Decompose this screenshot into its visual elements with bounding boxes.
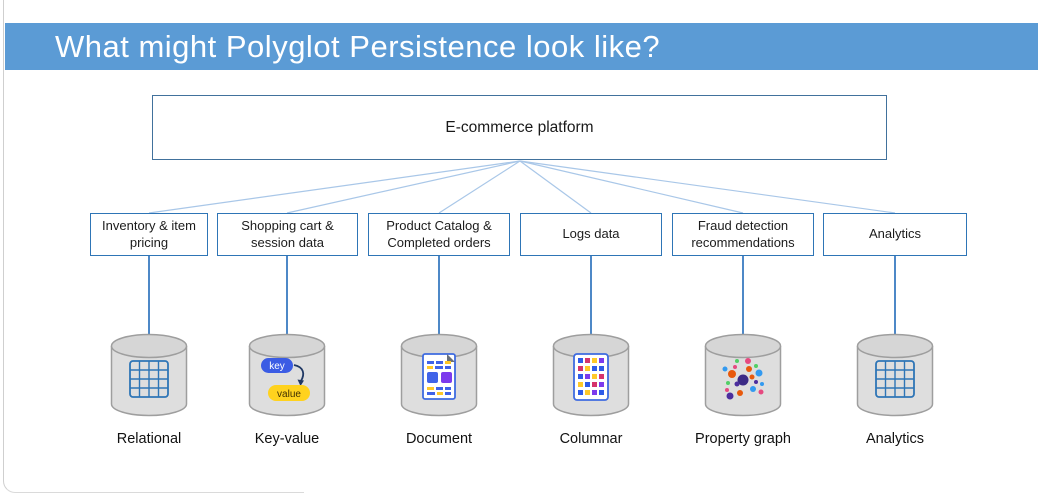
- branch-box-product-catalog: Product Catalog & Completed orders: [368, 213, 510, 256]
- scatter-dots-icon: [722, 358, 764, 400]
- title-banner: What might Polyglot Persistence look lik…: [5, 23, 1038, 70]
- branch-box-label: Product Catalog & Completed orders: [386, 217, 492, 250]
- slide-title: What might Polyglot Persistence look lik…: [55, 28, 661, 64]
- document-icon: [422, 353, 456, 400]
- db-type-label-property-graph: Property graph: [695, 431, 791, 447]
- branch-box-analytics: Analytics: [823, 213, 967, 256]
- branch-box-shopping-cart: Shopping cart & session data: [217, 213, 358, 256]
- branch-box-label: Shopping cart & session data: [241, 217, 334, 250]
- key-pill-label: key: [269, 361, 285, 372]
- branch-box-logs-data: Logs data: [520, 213, 662, 256]
- db-type-label-columnar: Columnar: [559, 431, 623, 447]
- database-cylinder-document: [400, 333, 478, 417]
- database-cylinder-property-graph: [704, 333, 782, 417]
- db-type-label-key-value: Key-value: [254, 431, 320, 447]
- db-type-label-analytics: Analytics: [865, 431, 925, 447]
- key-value-icon: key value: [261, 358, 310, 401]
- table-grid-icon: [129, 360, 169, 398]
- branch-box-label: Logs data: [562, 226, 620, 242]
- value-pill-label: value: [277, 389, 301, 400]
- db-type-label-document: Document: [405, 431, 473, 447]
- database-cylinder-analytics: [856, 333, 934, 417]
- database-cylinder-columnar: [552, 333, 630, 417]
- branch-box-label: Inventory & item pricing: [102, 217, 196, 250]
- branch-box-label: Fraud detection recommendations: [691, 217, 795, 250]
- database-cylinder-key-value: key value: [248, 333, 326, 417]
- fan-lines: [148, 160, 896, 214]
- root-box-ecommerce-platform: E-commerce platform: [152, 95, 887, 160]
- vertical-connector-lines: [148, 256, 896, 334]
- db-type-label-relational: Relational: [116, 431, 182, 447]
- database-cylinder-relational: [110, 333, 188, 417]
- table-grid-icon: [875, 360, 915, 398]
- branch-box-label: Analytics: [868, 226, 922, 242]
- root-box-label: E-commerce platform: [445, 118, 594, 136]
- branch-box-fraud-detection: Fraud detection recommendations: [672, 213, 814, 256]
- columnar-grid-icon: [573, 353, 609, 401]
- branch-box-inventory: Inventory & item pricing: [90, 213, 208, 256]
